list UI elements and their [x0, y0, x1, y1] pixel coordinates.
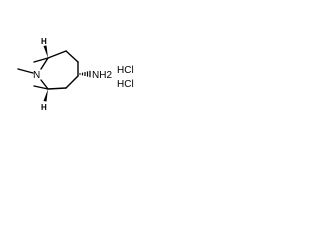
ethano-bridge-bottom-bond	[33, 85, 49, 90]
structure-canvas: N NH2 H H HCl HCl	[0, 0, 152, 152]
ring-bond-bottom-left	[47, 87, 67, 90]
n-to-top-bridgehead-bond	[40, 57, 49, 70]
wedge-bond-bottom-h	[43, 89, 48, 102]
ring-bond-top-right	[65, 50, 79, 63]
ethano-bridge-top-bond	[33, 57, 49, 63]
tropane-amine-structure: N NH2 H H HCl HCl	[17, 37, 134, 112]
salt-label-1: HCl	[117, 65, 134, 76]
bridge-nitrogen-label: N	[33, 70, 40, 81]
n-methyl-bond	[17, 68, 34, 74]
stereo-h-bottom-label: H	[41, 103, 47, 112]
hashed-bond-to-amine	[79, 70, 91, 78]
salt-label-2: HCl	[117, 79, 134, 90]
ring-bond-bottom-right	[65, 75, 79, 89]
wedge-bond-top-h	[43, 45, 48, 58]
ring-bond-top-left	[47, 50, 67, 59]
n-to-bottom-bridgehead-bond	[40, 79, 49, 90]
stereo-h-top-label: H	[41, 37, 47, 46]
amine-label: NH2	[92, 70, 112, 81]
